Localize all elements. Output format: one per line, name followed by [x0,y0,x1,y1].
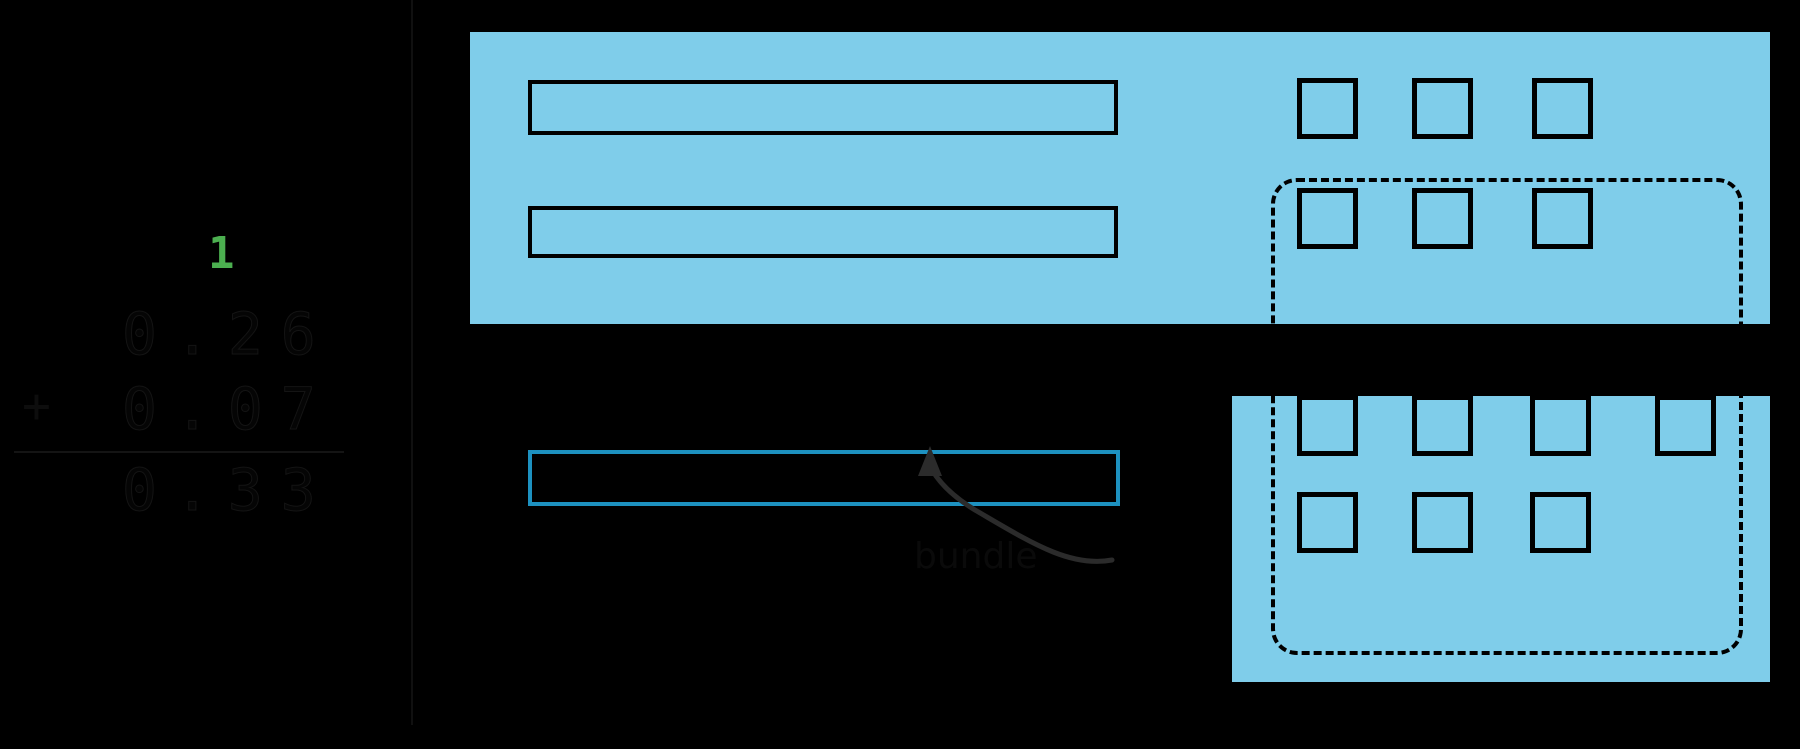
hundredth-square [1412,78,1473,139]
regrouped-hundredths-panel [1232,396,1770,682]
hundredth-square-bundled [1532,188,1593,249]
curved-arrow-icon [918,446,1115,564]
hundredth-square-bundled [1412,395,1473,456]
arithmetic-column: 1 0.26 + 0.07 0.33 [0,0,412,725]
addend-two: 0.07 [122,375,334,444]
sum-result: 0.33 [122,456,334,525]
bundled-tenth-bar [528,450,1120,506]
bundle-outline-top [1271,178,1743,358]
hundredth-square-bundled [1530,492,1591,553]
hundredth-square-bundled [1297,492,1358,553]
hundredth-square-bundled [1530,395,1591,456]
plus-operator: + [22,378,51,434]
hundredth-square-bundled [1297,188,1358,249]
hundredth-square-bundled [1412,492,1473,553]
hundredth-square-bundled [1412,188,1473,249]
bundle-outline-bottom [1271,330,1743,655]
carry-digit: 1 [208,228,235,279]
sum-rule-divider [14,451,344,453]
hundredth-square [1655,395,1716,456]
tenths-bar-1 [528,80,1118,135]
hundredth-square-bundled [1297,395,1358,456]
hundredth-square [1297,78,1358,139]
tenths-bar-2 [528,206,1118,258]
addend-one: 0.26 [122,300,334,369]
hundredth-square [1532,78,1593,139]
column-separator [411,0,413,725]
bundle-annotation-label: bundle [914,536,1038,577]
